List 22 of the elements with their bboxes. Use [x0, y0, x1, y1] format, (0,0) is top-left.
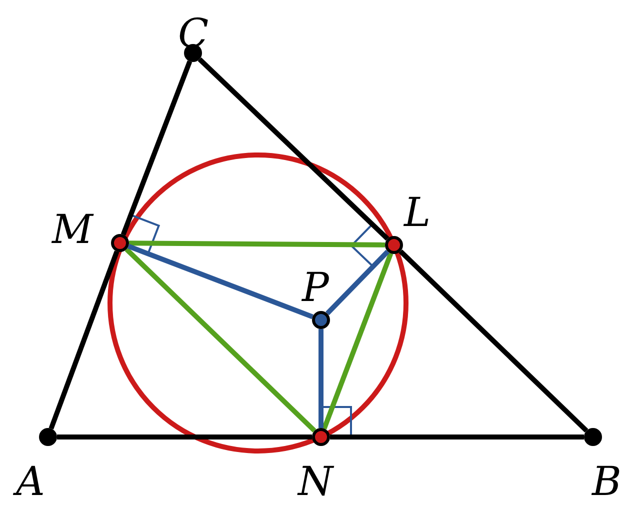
point-dot	[312, 311, 330, 329]
point-label: L	[404, 193, 431, 233]
line-segment	[325, 250, 390, 316]
point-label: M	[52, 210, 93, 250]
point-dot	[584, 428, 602, 446]
line-segment	[120, 60, 192, 236]
line-segment	[124, 247, 316, 433]
point-label: B	[592, 462, 622, 502]
point-label: N	[298, 462, 333, 502]
line-segment	[198, 57, 390, 241]
line-segment	[48, 250, 120, 430]
line-segment	[128, 244, 314, 320]
line-segment	[318, 329, 324, 428]
line-segment	[57, 434, 312, 440]
line-segment	[398, 249, 588, 433]
point-dot	[39, 428, 57, 446]
line-segment	[128, 240, 386, 248]
point-dot	[111, 234, 129, 252]
point-dot	[312, 428, 330, 446]
point-label: P	[302, 268, 329, 308]
line-segment	[322, 252, 394, 430]
line-segment	[330, 434, 584, 440]
